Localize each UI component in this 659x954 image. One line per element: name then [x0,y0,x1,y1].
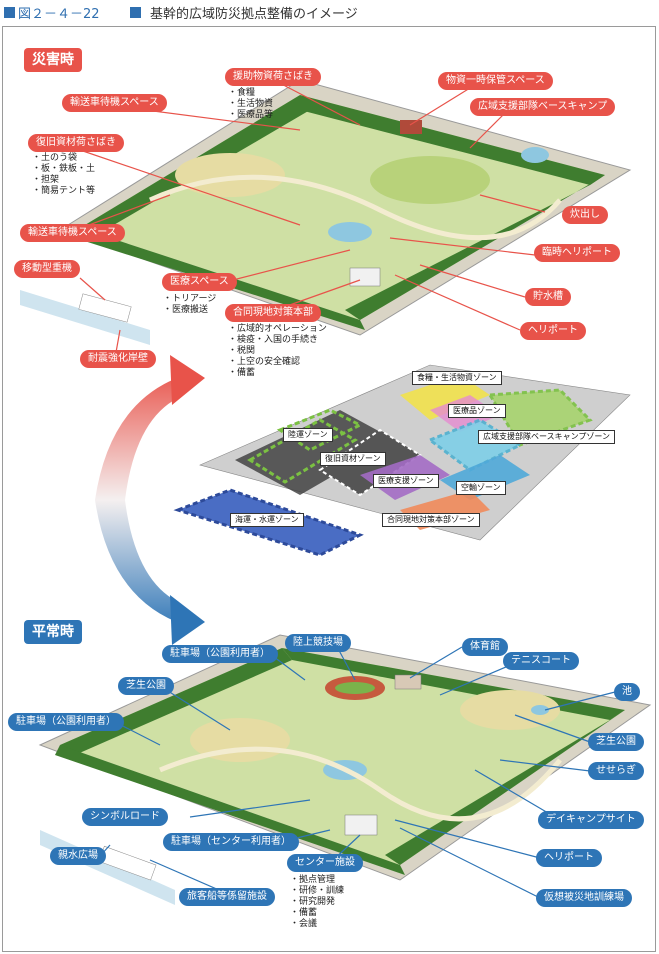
label-ferry: 旅客船等係留施設 [179,888,275,906]
hq-item: ・広域的オペレーション [228,324,327,334]
label-mobile-crane: 移動型重機 [14,260,80,278]
restore-item: ・土のう袋 [32,153,78,163]
label-parking-public-left: 駐車場（公園利用者） [8,713,124,731]
header-square-right [130,7,141,18]
hq-items-note: ・広域的オペレーション ・検疫・入国の手続き ・税関 ・上空の安全確認 ・備蓄 [228,324,327,379]
zone-joint-hq: 合同現地対策本部ゾーン [382,513,480,527]
normal-park-map [38,634,652,881]
zone-medical-support: 医療支援ゾーン [373,474,439,488]
label-relief-sort: 援助物資荷さばき [225,68,321,86]
figure-header: 図２－４－22 基幹的広域防災拠点整備のイメージ [0,0,659,24]
label-joint-hq: 合同現地対策本部 [225,304,321,322]
label-tennis: テニスコート [503,652,579,670]
label-symbol-road: シンボルロード [82,808,168,826]
center-item: ・研究開発 [290,897,336,907]
label-lawn-right: 芝生公園 [588,733,644,751]
zone-restore: 復旧資材ゾーン [320,452,386,466]
center-item: ・会議 [290,919,318,929]
disaster-title: 災害時 [24,48,82,72]
relief-item: ・食糧 [228,88,256,98]
center-item: ・拠点管理 [290,875,336,885]
zone-sea: 海運・水運ゾーン [230,513,304,527]
center-items-note: ・拠点管理 ・研修・訓練 ・研究開発 ・備蓄 ・会議 [290,875,344,930]
label-stream: せせらぎ [588,762,644,780]
label-parking-center: 駐車場（センター利用者） [163,833,299,851]
disaster-park-map [58,79,632,336]
zone-camp: 広域支援部隊ベースキャンプゾーン [478,430,615,444]
medical-item: ・トリアージ [163,294,217,304]
zone-air: 空輸ゾーン [456,481,506,495]
label-lawn-left: 芝生公園 [118,677,174,695]
label-pond: 池 [614,683,640,701]
relief-item: ・生活物資 [228,99,274,109]
normal-ship [40,830,175,905]
label-center: センター施設 [287,854,363,872]
hq-item: ・上空の安全確認 [228,357,301,367]
label-parking-public-top: 駐車場（公園利用者） [162,645,278,663]
label-transport-wait-top: 輸送車待機スペース [62,94,167,112]
disaster-ship [20,290,150,345]
zone-medicine: 医療品ゾーン [448,404,506,418]
label-medical: 医療スペース [162,273,237,291]
header-square-left [4,7,15,18]
hq-item: ・備蓄 [228,368,256,378]
label-heliport-normal: ヘリポート [536,849,602,867]
zone-food: 食糧・生活物資ゾーン [412,371,502,385]
label-waterside: 親水広場 [50,847,106,865]
normal-leader-lines [99,642,616,899]
medical-item: ・医療搬送 [163,305,209,315]
label-storage: 物資一時保管スペース [438,72,553,90]
zone-transit: 陸運ゾーン [283,428,333,442]
label-quay: 耐震強化岸壁 [80,350,156,368]
medical-items-note: ・トリアージ ・医療搬送 [163,294,216,316]
restore-items-note: ・土のう袋 ・板・鉄板・土 ・担架 ・簡易テント等 [32,153,95,197]
label-reservoir: 貯水槽 [525,288,571,306]
label-daycamp: デイキャンプサイト [538,811,644,829]
relief-items-note: ・食糧 ・生活物資 ・医療品等 [228,88,273,121]
label-athletics: 陸上競技場 [285,634,351,652]
restore-item: ・担架 [32,175,60,185]
label-cooking: 炊出し [562,206,608,224]
label-gym: 体育館 [462,638,508,656]
cycle-arrow [95,355,205,645]
restore-item: ・簡易テント等 [32,186,96,196]
label-heliport: ヘリポート [520,322,586,340]
label-restore-sort: 復旧資材荷さばき [28,134,124,152]
relief-item: ・医療品等 [228,110,274,120]
hq-item: ・税関 [228,346,256,356]
label-heliport-temp: 臨時ヘリポート [534,244,620,262]
label-camp: 広域支援部隊ベースキャンプ [470,98,616,116]
restore-item: ・板・鉄板・土 [32,164,96,174]
center-item: ・研修・訓練 [290,886,345,896]
normal-title: 平常時 [24,620,82,644]
center-item: ・備蓄 [290,908,318,918]
figure-number: 図２－４－22 [18,7,100,22]
label-transport-wait-mid: 輸送車待機スペース [20,224,125,242]
hq-item: ・検疫・入国の手続き [228,335,319,345]
figure-title: 基幹的広域防災拠点整備のイメージ [150,7,358,22]
label-training: 仮想被災地訓練場 [536,889,632,907]
